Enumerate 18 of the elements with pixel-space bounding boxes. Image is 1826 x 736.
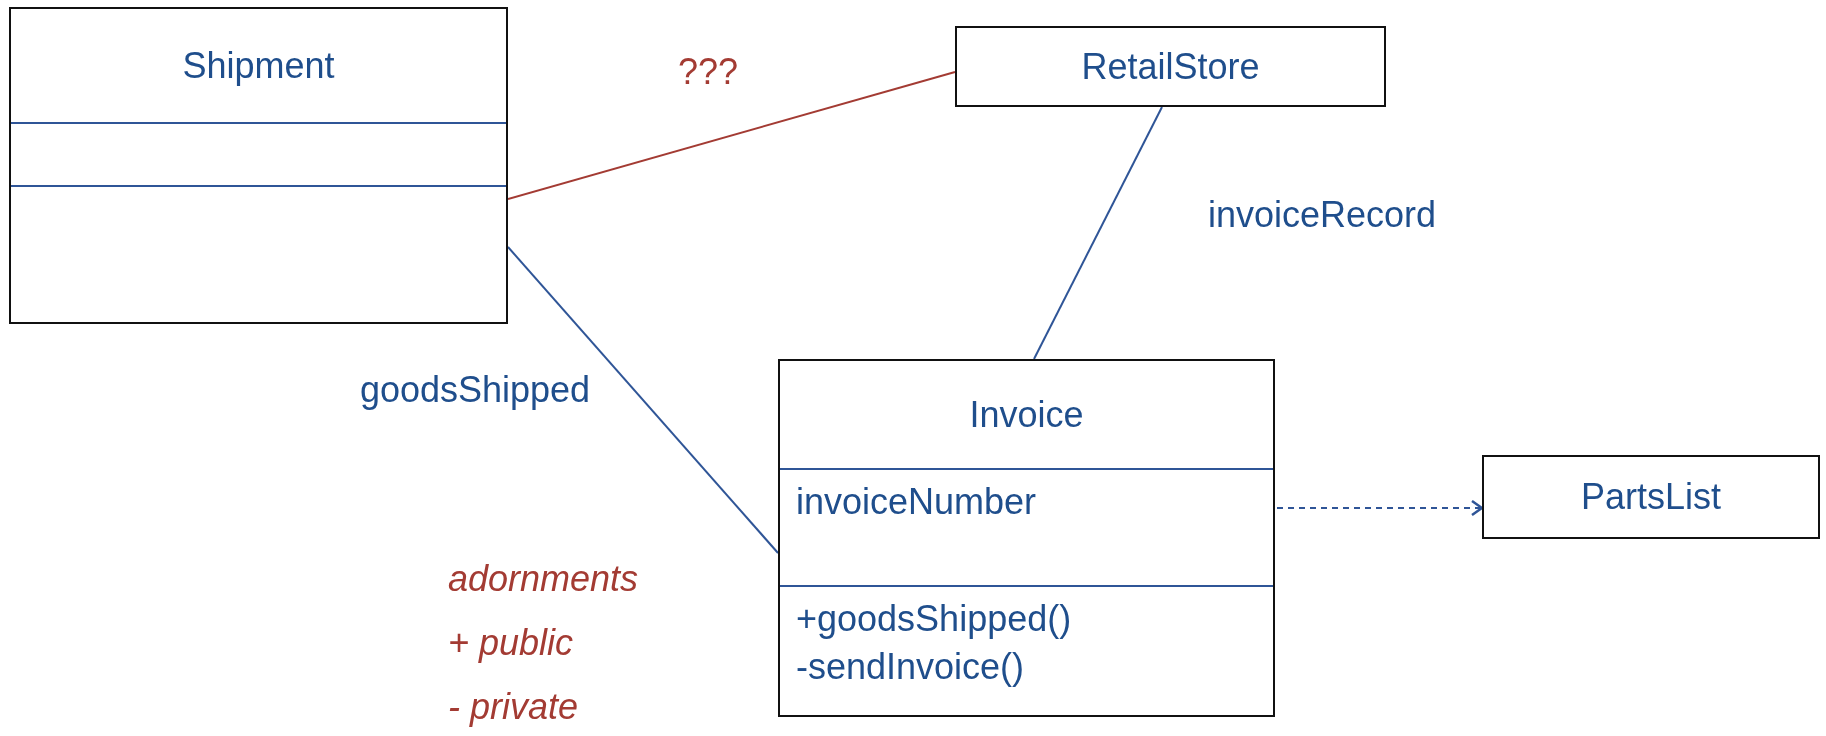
note-text: + public bbox=[448, 622, 574, 664]
method-text: -sendInvoice() bbox=[796, 645, 1025, 689]
class-name: Invoice bbox=[969, 392, 1084, 437]
class-name: PartsList bbox=[1580, 475, 1721, 519]
association-line bbox=[1033, 106, 1163, 360]
class-name: Shipment bbox=[182, 43, 335, 88]
class-box bbox=[1482, 455, 1820, 539]
class-box bbox=[778, 359, 1275, 717]
dependency-arrow bbox=[1276, 499, 1484, 517]
method-text: +goodsShipped() bbox=[796, 597, 1072, 641]
class-box bbox=[955, 26, 1386, 107]
attribute-text: invoiceNumber bbox=[796, 480, 1037, 524]
note-text: adornments bbox=[448, 558, 639, 600]
note-text: - private bbox=[448, 686, 579, 728]
association-line bbox=[507, 71, 956, 200]
class-name: RetailStore bbox=[1081, 44, 1260, 89]
association-line bbox=[507, 246, 779, 554]
class-box bbox=[9, 7, 508, 324]
